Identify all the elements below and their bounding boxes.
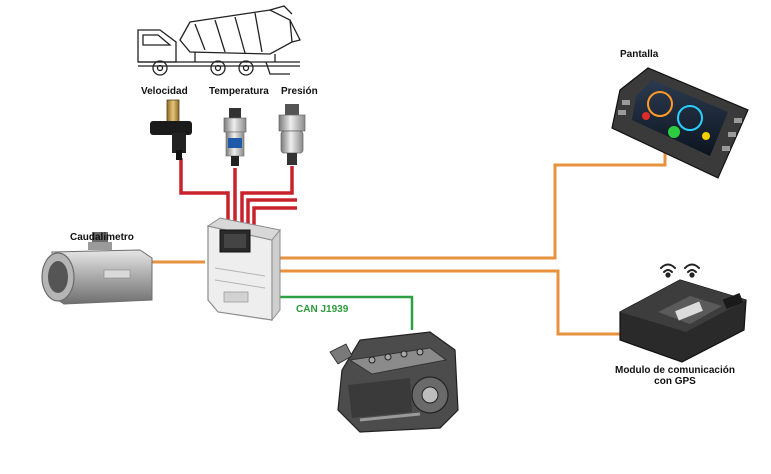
speed-sensor-icon: [150, 99, 192, 160]
sensor-wires: [179, 158, 297, 232]
link-modulo: [272, 269, 626, 336]
flowmeter-icon: [41, 232, 153, 305]
label-velocidad: Velocidad: [141, 86, 188, 97]
wire-presion: [240, 166, 294, 232]
display-panel-icon: [611, 67, 749, 179]
label-temperatura: Temperatura: [209, 86, 269, 97]
wire-extra-1: [246, 198, 297, 232]
label-can-j1939: CAN J1939: [296, 304, 349, 315]
label-modulo: Modulo de comunicación con GPS: [608, 365, 742, 387]
label-caudalimetro: Caudalimetro: [70, 232, 134, 243]
gps-communication-module-icon: [619, 279, 747, 363]
link-pantalla: [272, 150, 667, 260]
wire-extra-2: [252, 206, 297, 232]
temperature-sensor-icon: [223, 108, 247, 166]
data-links: [147, 150, 667, 336]
controller-ecu-icon: [206, 217, 281, 322]
pressure-sensor-icon: [278, 104, 306, 165]
can-bus: [263, 295, 414, 330]
label-modulo-line1: Modulo de comunicación: [614, 365, 735, 376]
label-modulo-line2: con GPS: [654, 376, 696, 387]
label-presion: Presión: [281, 86, 318, 97]
can-line: [263, 295, 414, 330]
wire-velocidad: [179, 158, 230, 232]
concrete-mixer-truck-icon: [137, 5, 301, 76]
engine-icon: [329, 331, 459, 433]
wireless-signal-icon: [660, 263, 700, 278]
label-pantalla: Pantalla: [620, 49, 659, 60]
